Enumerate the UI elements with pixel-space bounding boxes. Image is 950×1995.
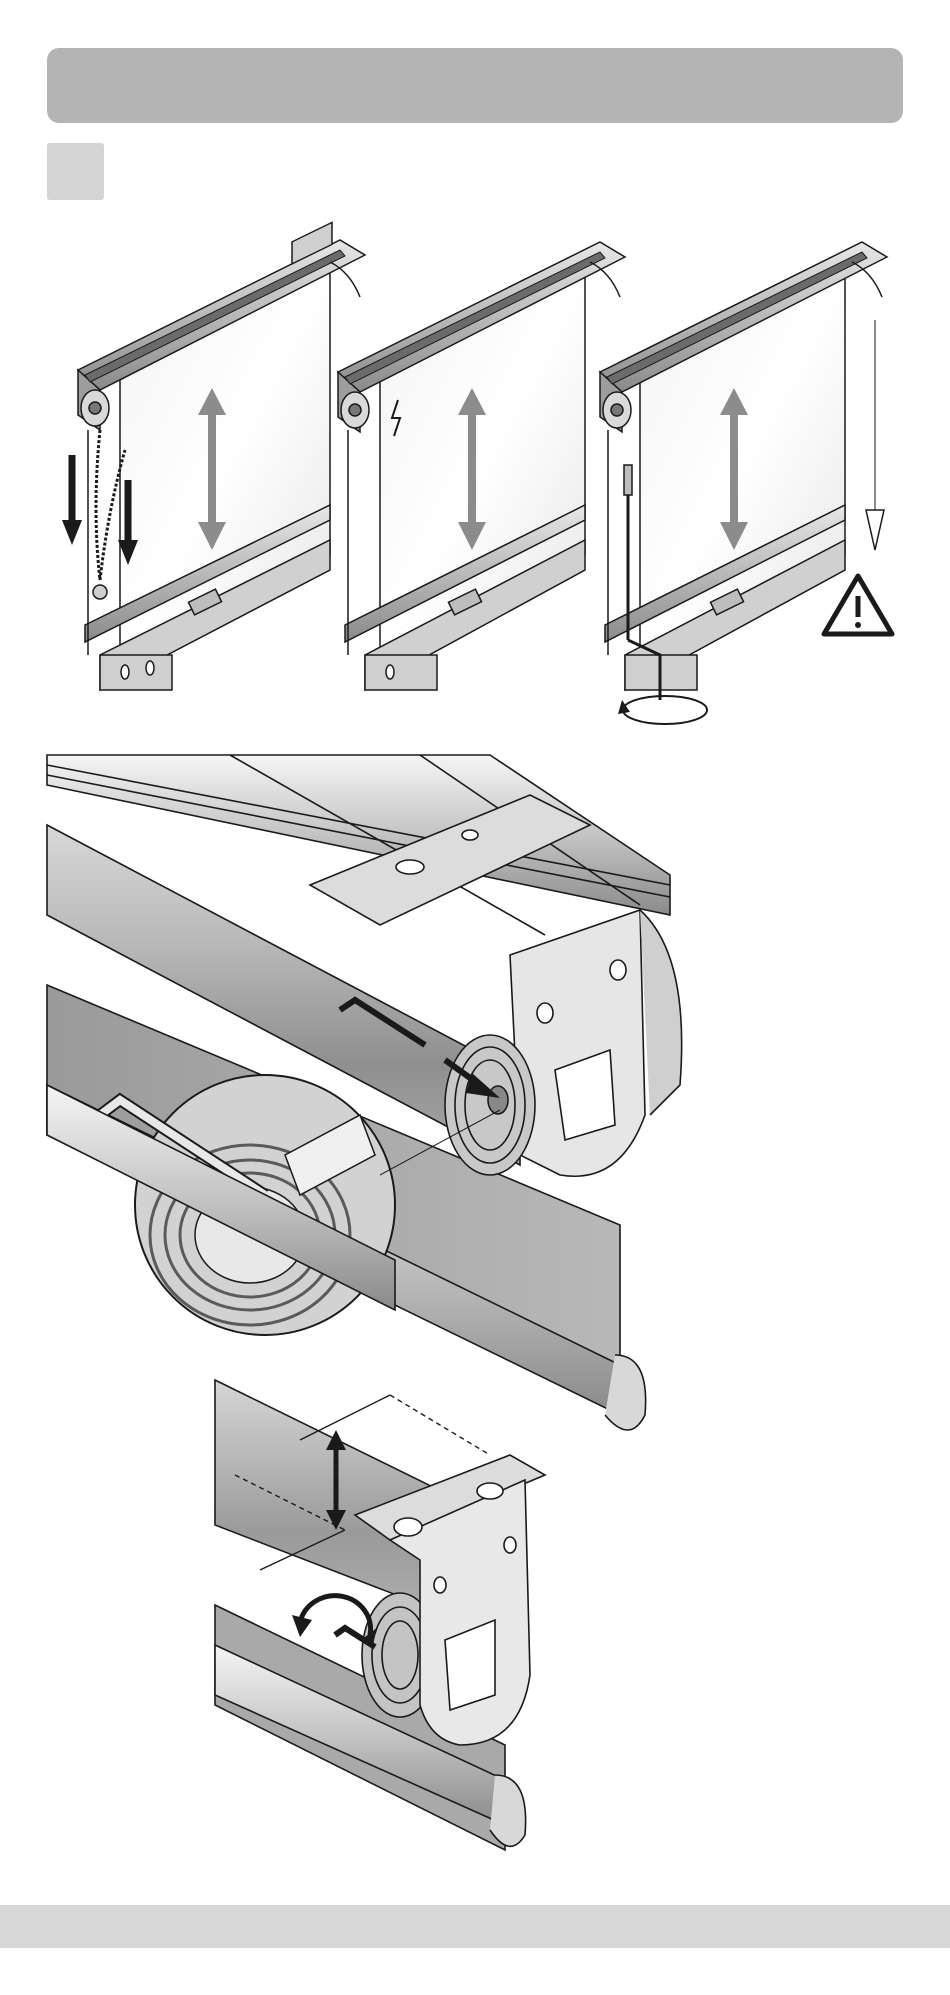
rotation-arrow-icon: [618, 696, 707, 724]
plumb-bob-icon: [866, 510, 884, 550]
height-adjustment-detail: [0, 1375, 950, 1875]
warning-triangle-icon: [824, 576, 892, 634]
pull-arrow-left-head: [62, 520, 82, 545]
top-illustrations: [0, 0, 950, 760]
footer-bar: [0, 1905, 950, 1948]
blind-motor-operated: [338, 242, 625, 690]
blind-chain-operated: [78, 222, 365, 690]
hex-key-adjustment-detail: [0, 755, 950, 1455]
